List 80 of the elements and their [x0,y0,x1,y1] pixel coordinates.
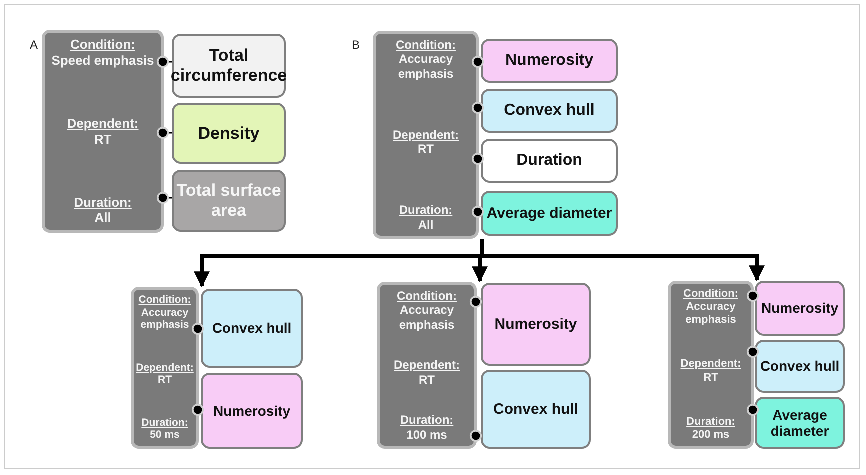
feature-name: Duration [516,152,582,170]
field-value: RT [704,372,718,385]
pin-connector [746,404,760,416]
field-heading: Dependent: [680,358,742,372]
feature-name: Numerosity [213,402,291,420]
feature-name: Average diameter [486,204,612,222]
arrow [480,239,765,282]
field-heading: Dependent: [136,362,194,374]
field-heading: Condition: [396,38,456,52]
field-value: Accuracy emphasis [140,306,190,332]
field-value: RT [418,142,434,157]
field-heading: Dependent: [67,116,139,132]
feature-box [481,89,618,133]
condition-panel [668,281,754,449]
pin-connector [156,126,172,140]
field-heading: Duration: [400,413,454,428]
panel-letter: B [352,38,360,52]
feature-box [172,170,286,232]
feature-box [755,340,845,393]
feature-name: Average diameter [770,406,830,440]
feature-box [172,103,286,164]
field-heading: Dependent: [393,128,459,142]
field-value: Accuracy emphasis [684,301,738,328]
feature-box [481,191,618,236]
pin-connector [470,430,482,442]
field-heading: Condition: [684,288,738,302]
pin-connector [472,206,484,218]
condition-panel [373,31,479,239]
feature-box [481,370,591,449]
feature-name: Numerosity [494,316,578,334]
condition-panel [377,282,477,449]
feature-box [481,283,591,366]
pin-connector [192,404,204,416]
feature-box [481,39,618,83]
feature-name: Convex hull [212,320,292,337]
condition-panel [131,287,199,449]
feature-name: Density [198,124,260,144]
field-heading: Condition: [70,37,136,53]
feature-name: Convex hull [504,102,595,120]
field-value: 200 ms [692,428,730,442]
field-value: RT [94,132,112,148]
field-value: Speed emphasis [52,52,154,68]
field-heading: Condition: [397,289,457,304]
pin-connector [472,152,484,166]
feature-box [755,397,845,449]
panel-letter: A [30,38,38,52]
field-value: All [94,210,112,226]
feature-box [172,34,286,98]
pin-connector [156,56,172,68]
field-value: RT [158,374,172,387]
field-value: Accuracy emphasis [398,303,456,332]
pin-connector [746,346,760,358]
field-heading: Duration: [74,194,132,210]
feature-box [201,373,303,449]
field-value: RT [419,372,435,388]
pin-connector [192,322,204,336]
pin-connector [472,102,484,114]
field-heading: Condition: [138,294,192,307]
pin-connector [472,56,484,68]
feature-name: Convex hull [493,400,578,418]
field-heading: Duration: [399,203,453,218]
pin-connector [746,290,760,302]
feature-name: Numerosity [505,52,594,70]
field-heading: Dependent: [394,358,460,373]
field-value: 100 ms [406,428,448,442]
pin-connector [156,192,172,204]
field-heading: Duration: [142,416,188,430]
feature-name: Convex hull [760,358,840,375]
feature-box [201,289,303,368]
pin-connector [470,296,482,308]
feature-box [481,139,618,183]
condition-panel [42,30,164,233]
field-value: All [418,218,434,232]
field-heading: Duration: [686,416,736,429]
field-value: 50 ms [150,429,180,442]
feature-box [755,281,845,336]
feature-name: Total circumference [170,46,288,86]
feature-name: Total surface area [176,181,282,221]
feature-name: Numerosity [761,300,839,317]
field-value: Accuracy emphasis [397,52,455,82]
